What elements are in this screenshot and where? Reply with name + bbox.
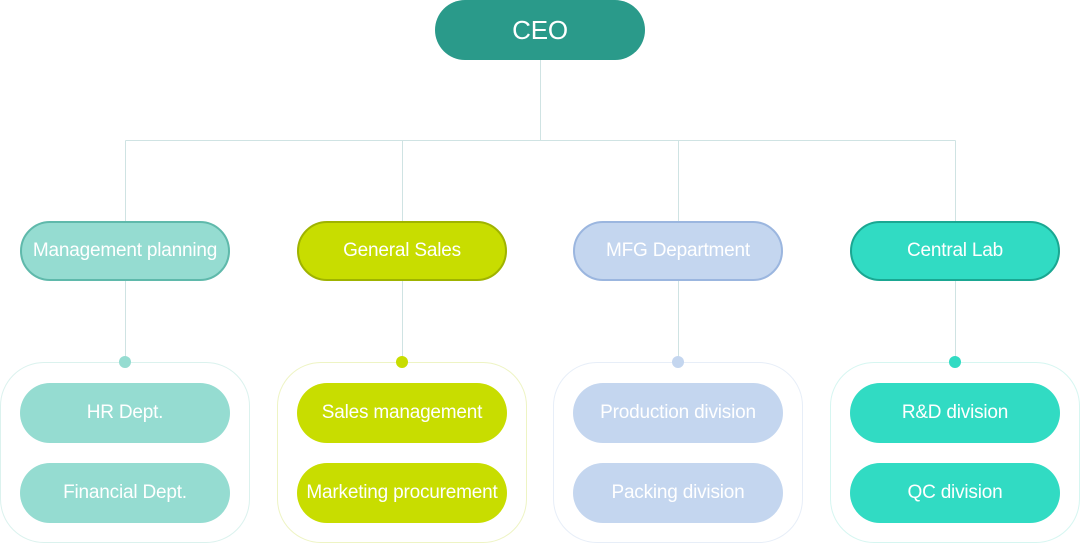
connector-dot — [672, 356, 684, 368]
sub-financial-dept: Financial Dept. — [20, 463, 230, 523]
dept-label: Central Lab — [906, 240, 1004, 261]
sub-qc-division: QC division — [850, 463, 1060, 523]
connector-dot — [949, 356, 961, 368]
sub-label: Financial Dept. — [63, 482, 187, 503]
dept-management-planning: Management planning — [20, 221, 230, 281]
ceo-node: CEO — [435, 0, 645, 60]
sub-marketing-procurement: Marketing procurement — [297, 463, 507, 523]
sub-label: Production division — [600, 402, 756, 423]
sub-label: Packing division — [611, 482, 745, 503]
connector-dot — [396, 356, 408, 368]
sub-label: Sales management — [321, 402, 483, 423]
ceo-label: CEO — [512, 14, 568, 45]
sub-rd-division: R&D division — [850, 383, 1060, 443]
sub-label: HR Dept. — [86, 402, 164, 423]
sub-sales-management: Sales management — [297, 383, 507, 443]
sub-packing-division: Packing division — [573, 463, 783, 523]
sub-production-division: Production division — [573, 383, 783, 443]
connector-dot — [119, 356, 131, 368]
sub-label: QC division — [907, 482, 1003, 503]
dept-label: Management planning — [32, 240, 218, 261]
dept-label: MFG Department — [606, 240, 750, 261]
sub-label: Marketing procurement — [306, 482, 498, 503]
dept-mfg-department: MFG Department — [573, 221, 783, 281]
sub-hr-dept: HR Dept. — [20, 383, 230, 443]
sub-label: R&D division — [901, 402, 1009, 423]
dept-general-sales: General Sales — [297, 221, 507, 281]
dept-central-lab: Central Lab — [850, 221, 1060, 281]
dept-label: General Sales — [343, 240, 461, 261]
